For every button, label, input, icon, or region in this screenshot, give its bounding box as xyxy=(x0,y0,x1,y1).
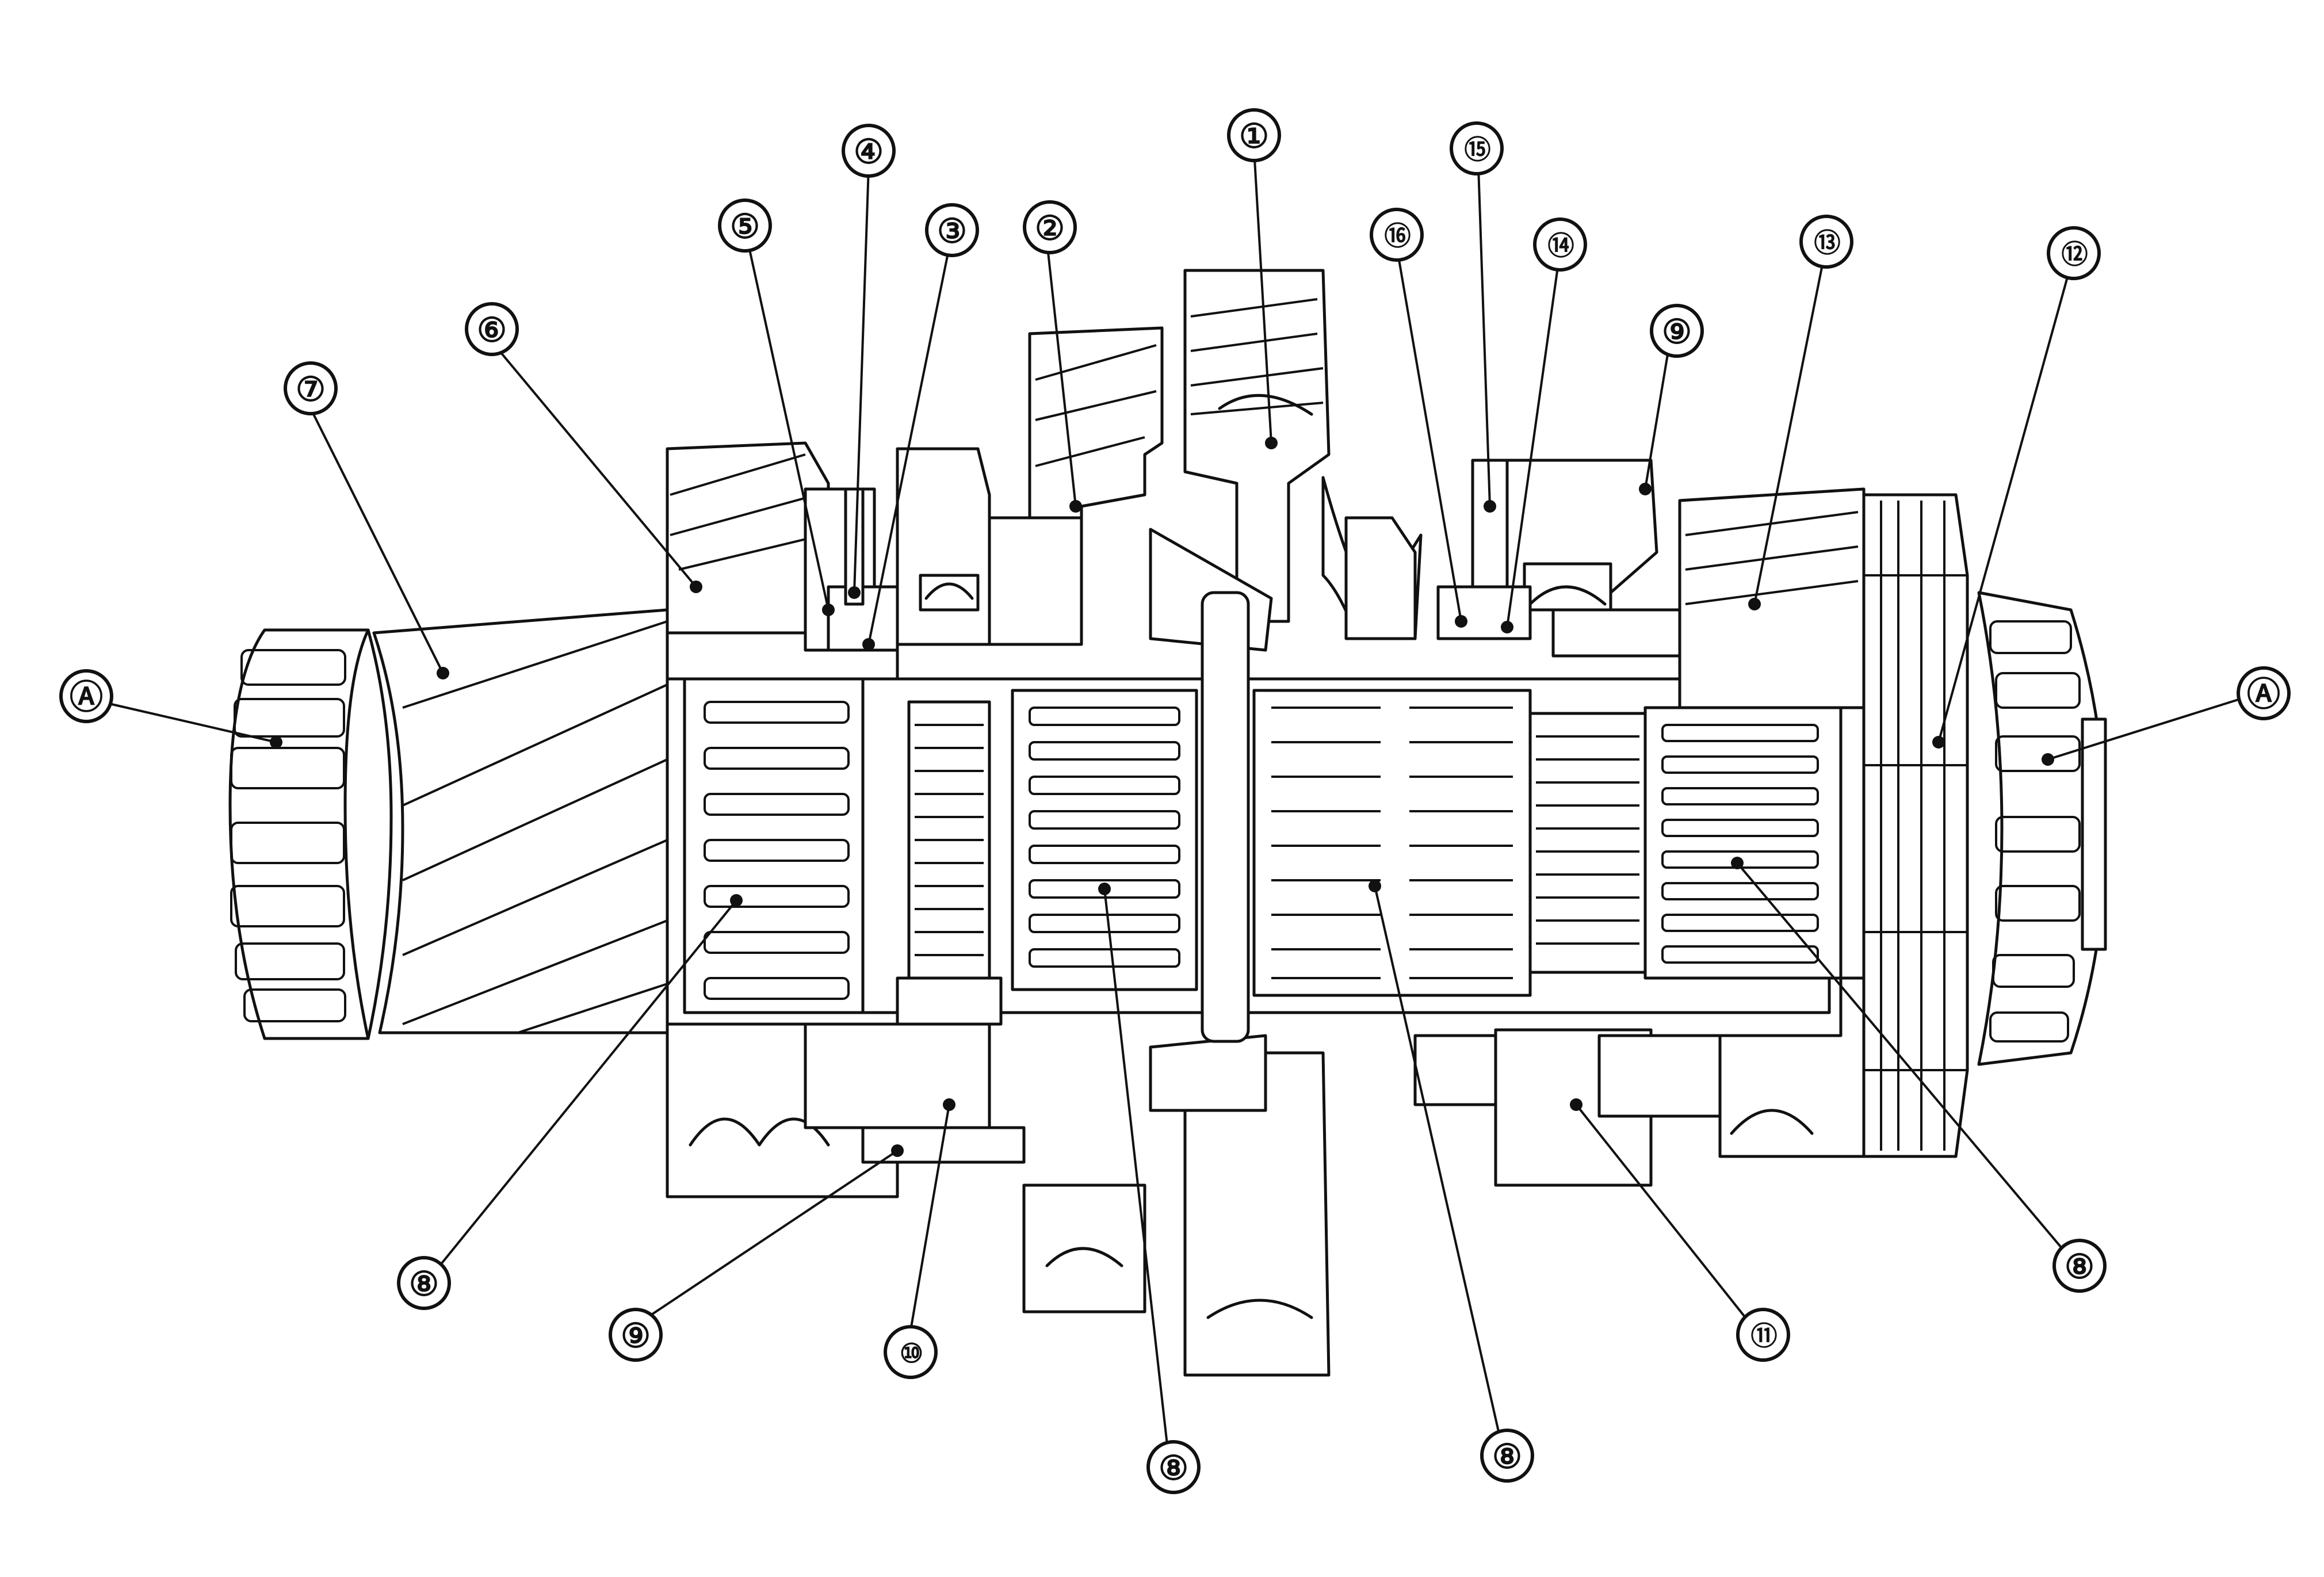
callout-5: ⑤ xyxy=(718,198,772,253)
callout-8-left: ⑧ xyxy=(397,1256,451,1310)
callout-10: ⑩ xyxy=(884,1325,938,1379)
callout-8-left-label: ⑧ xyxy=(409,1266,439,1303)
left-synchro-hub xyxy=(666,441,899,1198)
callout-5-label: ⑤ xyxy=(730,208,760,246)
right-spline-bearing xyxy=(1528,712,1647,974)
callout-8-center-right: ⑧ xyxy=(1480,1429,1534,1483)
callout-2: ② xyxy=(1023,200,1077,254)
callout-A-left: Ⓐ xyxy=(59,669,113,723)
callout-7-label: ⑦ xyxy=(296,371,326,408)
callout-14: ⑭ xyxy=(1533,217,1587,272)
callout-A-right-label: Ⓐ xyxy=(2247,676,2280,713)
callout-9-top-label: ⑨ xyxy=(1662,314,1692,351)
callout-6: ⑥ xyxy=(465,302,519,356)
lower-left-synchro xyxy=(804,976,1026,1164)
helical-gear-cone xyxy=(372,608,669,1034)
callout-6-label: ⑥ xyxy=(477,312,507,349)
callout-4-label: ④ xyxy=(854,133,884,171)
callout-15-label: ⑮ xyxy=(1465,135,1491,165)
callout-14-label: ⑭ xyxy=(1548,231,1574,261)
callout-13: ⑬ xyxy=(1799,215,1853,269)
callout-9-bottom: ⑨ xyxy=(609,1308,663,1362)
leader-lines xyxy=(89,149,2250,1450)
callout-1: ① xyxy=(1227,108,1281,162)
center-right-needle-bearing xyxy=(1252,689,1532,997)
center-left-needle-bearing xyxy=(1011,689,1198,991)
left-tapered-bearing xyxy=(228,628,393,1040)
callout-8-center-right-label: ⑧ xyxy=(1492,1438,1522,1476)
callout-7: ⑦ xyxy=(284,361,338,415)
callout-13-label: ⑬ xyxy=(1814,228,1841,258)
callout-16: ⑯ xyxy=(1370,208,1424,262)
callout-4: ④ xyxy=(842,124,896,178)
callout-8-center-left-label: ⑧ xyxy=(1159,1450,1188,1487)
callout-16-label: ⑯ xyxy=(1385,221,1411,251)
callout-12: ⑫ xyxy=(2047,226,2101,280)
gear-12 xyxy=(1862,493,1969,1158)
callout-10-label: ⑩ xyxy=(900,1338,922,1368)
callout-9-bottom-label: ⑨ xyxy=(621,1318,651,1355)
callout-11: ⑪ xyxy=(1736,1308,1790,1362)
right-needle-bearing xyxy=(1643,706,1843,980)
hub-sleeve xyxy=(1201,591,1250,1043)
callout-3: ③ xyxy=(925,203,979,257)
callout-1-label: ① xyxy=(1239,118,1269,155)
callout-8-center-left: ⑧ xyxy=(1146,1440,1201,1494)
right-tapered-bearing xyxy=(1977,591,2107,1066)
left-needle-bearing xyxy=(683,677,870,1014)
callout-2-label: ② xyxy=(1035,210,1065,247)
anchor-dots xyxy=(270,437,2054,1157)
gear-2 xyxy=(896,326,1164,1313)
callout-8-right-label: ⑧ xyxy=(2065,1248,2094,1286)
right-synchro xyxy=(1344,459,1722,1187)
callout-A-right: Ⓐ xyxy=(2237,666,2291,720)
callout-11-label: ⑪ xyxy=(1751,1321,1778,1351)
gear-1 xyxy=(1149,269,1423,1377)
callout-9-top: ⑨ xyxy=(1650,304,1704,358)
callout-15: ⑮ xyxy=(1450,121,1504,175)
callout-A-left-label: Ⓐ xyxy=(70,679,103,716)
callout-8-right: ⑧ xyxy=(2052,1239,2107,1293)
callout-3-label: ③ xyxy=(937,213,967,250)
callout-12-label: ⑫ xyxy=(2062,239,2088,269)
